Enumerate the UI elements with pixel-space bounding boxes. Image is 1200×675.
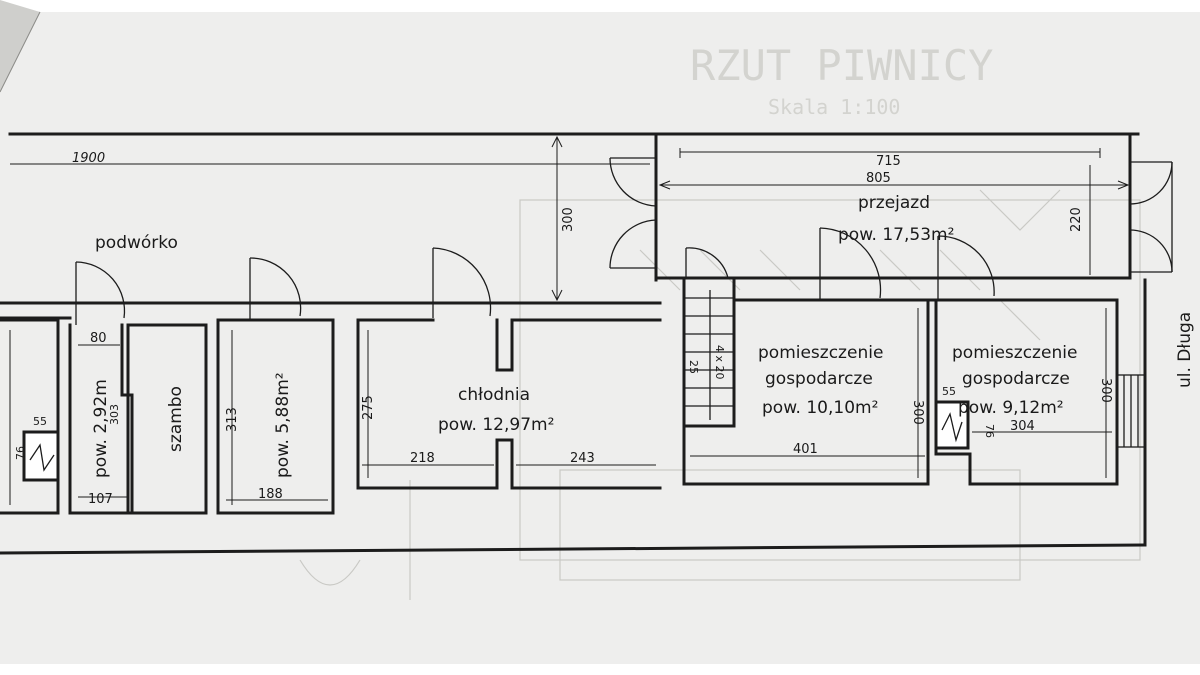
gosp1-area: pow. 10,10m² <box>762 398 878 418</box>
szambo-room: szambo <box>126 323 208 515</box>
przejazd-name: przejazd <box>858 193 930 213</box>
stair-label: 4 x 20 <box>713 345 726 380</box>
dim-303: 303 <box>108 404 121 425</box>
szambo-label: szambo <box>166 386 186 452</box>
entry-steps <box>1116 374 1146 448</box>
przejazd-area-label: pow. 17,53m² <box>838 225 954 245</box>
dim-243: 243 <box>570 451 595 466</box>
ghost-scale: Skala 1:100 <box>768 95 900 119</box>
paper-edge-shadow <box>0 0 40 92</box>
utility-room-2: 300 304 55 76 pomieszczenie gospodarcze … <box>928 298 1119 486</box>
gosp2-line1: pomieszczenie <box>952 343 1077 363</box>
dim-188: 188 <box>258 487 283 502</box>
gosp2-area: pow. 9,12m² <box>958 398 1064 418</box>
outer-wall-bottom <box>0 543 1147 555</box>
dim-1900-label: 1900 <box>72 151 105 166</box>
gosp1-line1: pomieszczenie <box>758 343 883 363</box>
dim-715: 715 <box>876 154 901 169</box>
paper-sheet <box>0 12 1200 664</box>
chlodnia-area: pow. 12,97m² <box>438 415 554 435</box>
chlodnia-room: 275 218 243 chłodnia pow. 12,97m² <box>356 247 662 490</box>
room-588-area: pow. 5,88m² <box>273 372 293 478</box>
street-label: ul. Długa <box>1175 312 1195 388</box>
dim-gosp1-300: 300 <box>910 400 925 425</box>
small-room: 80 107 303 pow. 2,92m <box>68 261 134 515</box>
gosp1-line2: gospodarcze <box>765 369 873 389</box>
small-room-area: pow. 2,92m <box>91 379 111 478</box>
left-partial-room: 55 76 <box>0 318 60 515</box>
paper-edge-line <box>0 11 41 93</box>
utility-room-1: 300 401 pomieszczenie gospodarcze pow. 1… <box>682 227 995 486</box>
dim-805: 805 <box>866 171 891 186</box>
dim-275: 275 <box>361 395 376 420</box>
stair-label-2: 25 <box>687 360 700 374</box>
ghost-title: RZUT PIWNICY <box>690 41 993 90</box>
room-588: 313 188 pow. 5,88m² <box>216 257 335 515</box>
dim-220: 220 <box>1069 207 1084 232</box>
dim-gosp2-300: 300 <box>1098 378 1113 403</box>
chlodnia-name: chłodnia <box>458 385 530 405</box>
dim-80: 80 <box>90 331 107 346</box>
dim-401: 401 <box>793 442 818 457</box>
dim-313: 313 <box>225 407 240 432</box>
dim-left-55: 55 <box>33 415 47 428</box>
dim-107: 107 <box>88 492 113 507</box>
dim-gosp2-55: 55 <box>942 385 956 398</box>
dim-gosp2-76: 76 <box>983 424 996 438</box>
chimney-symbol <box>22 430 60 482</box>
dim-218: 218 <box>410 451 435 466</box>
stairs: 4 x 20 25 <box>682 247 736 428</box>
podworko-label: podwórko <box>95 233 178 253</box>
dim-300-left-label: 300 <box>561 207 576 232</box>
ghost-watermark: RZUT PIWNICY Skala 1:100 <box>299 41 1141 600</box>
gosp2-line2: gospodarcze <box>962 369 1070 389</box>
dim-304: 304 <box>1010 419 1035 434</box>
